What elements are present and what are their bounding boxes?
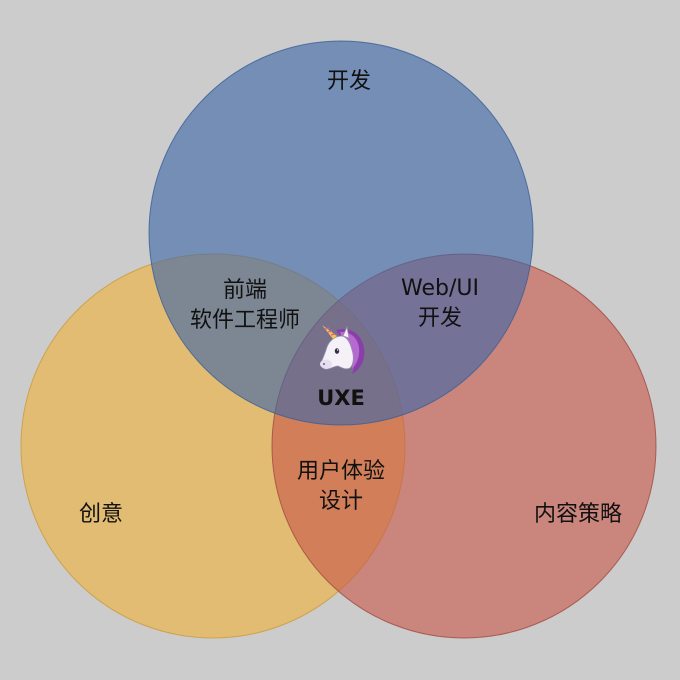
label-webui: Web/UI 开发 (401, 276, 479, 331)
label-frontend: 前端 软件工程师 (189, 278, 301, 333)
label-ux: 用户体验 设计 (296, 459, 386, 514)
label-dev: 开发 (326, 69, 372, 94)
label-creative: 创意 (78, 502, 124, 527)
circle-dev (148, 40, 534, 426)
unicorn-icon (320, 325, 365, 374)
label-content: 内容策略 (533, 502, 623, 527)
label-center: UXE (317, 386, 365, 410)
